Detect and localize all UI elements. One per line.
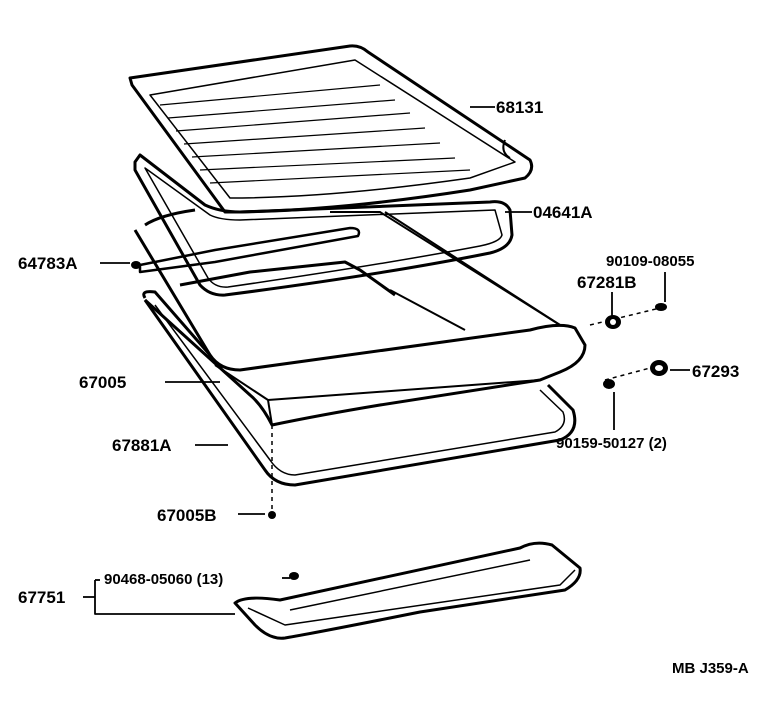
garnish-part [233, 541, 582, 640]
label-68131: 68131 [496, 98, 544, 117]
diagram-code: MB J359-A [672, 660, 749, 677]
glass-part [128, 44, 534, 214]
clip-90468 [289, 572, 299, 580]
cushion-67005b [268, 511, 276, 519]
label-90109-08055: 90109-08055 [606, 253, 695, 270]
label-67281b: 67281B [577, 273, 637, 292]
label-90468-05060: 90468-05060 (13) [104, 571, 224, 588]
screw-90159 [603, 379, 615, 389]
label-67293: 67293 [692, 362, 740, 381]
label-67881a: 67881A [112, 436, 172, 455]
label-67005b: 67005B [157, 506, 217, 525]
label-67751: 67751 [18, 588, 66, 607]
strip-part [138, 226, 361, 274]
door-part [133, 208, 587, 427]
label-67005: 67005 [79, 373, 127, 392]
label-64783a: 64783A [18, 254, 78, 273]
screw-90109 [655, 303, 667, 311]
lower-weatherstrip-part [142, 290, 577, 487]
strip-end [131, 261, 141, 269]
weatherstrip-part [133, 153, 514, 297]
label-04641a: 04641A [533, 203, 593, 222]
label-90159-50127: 90159-50127 (2) [556, 435, 667, 452]
